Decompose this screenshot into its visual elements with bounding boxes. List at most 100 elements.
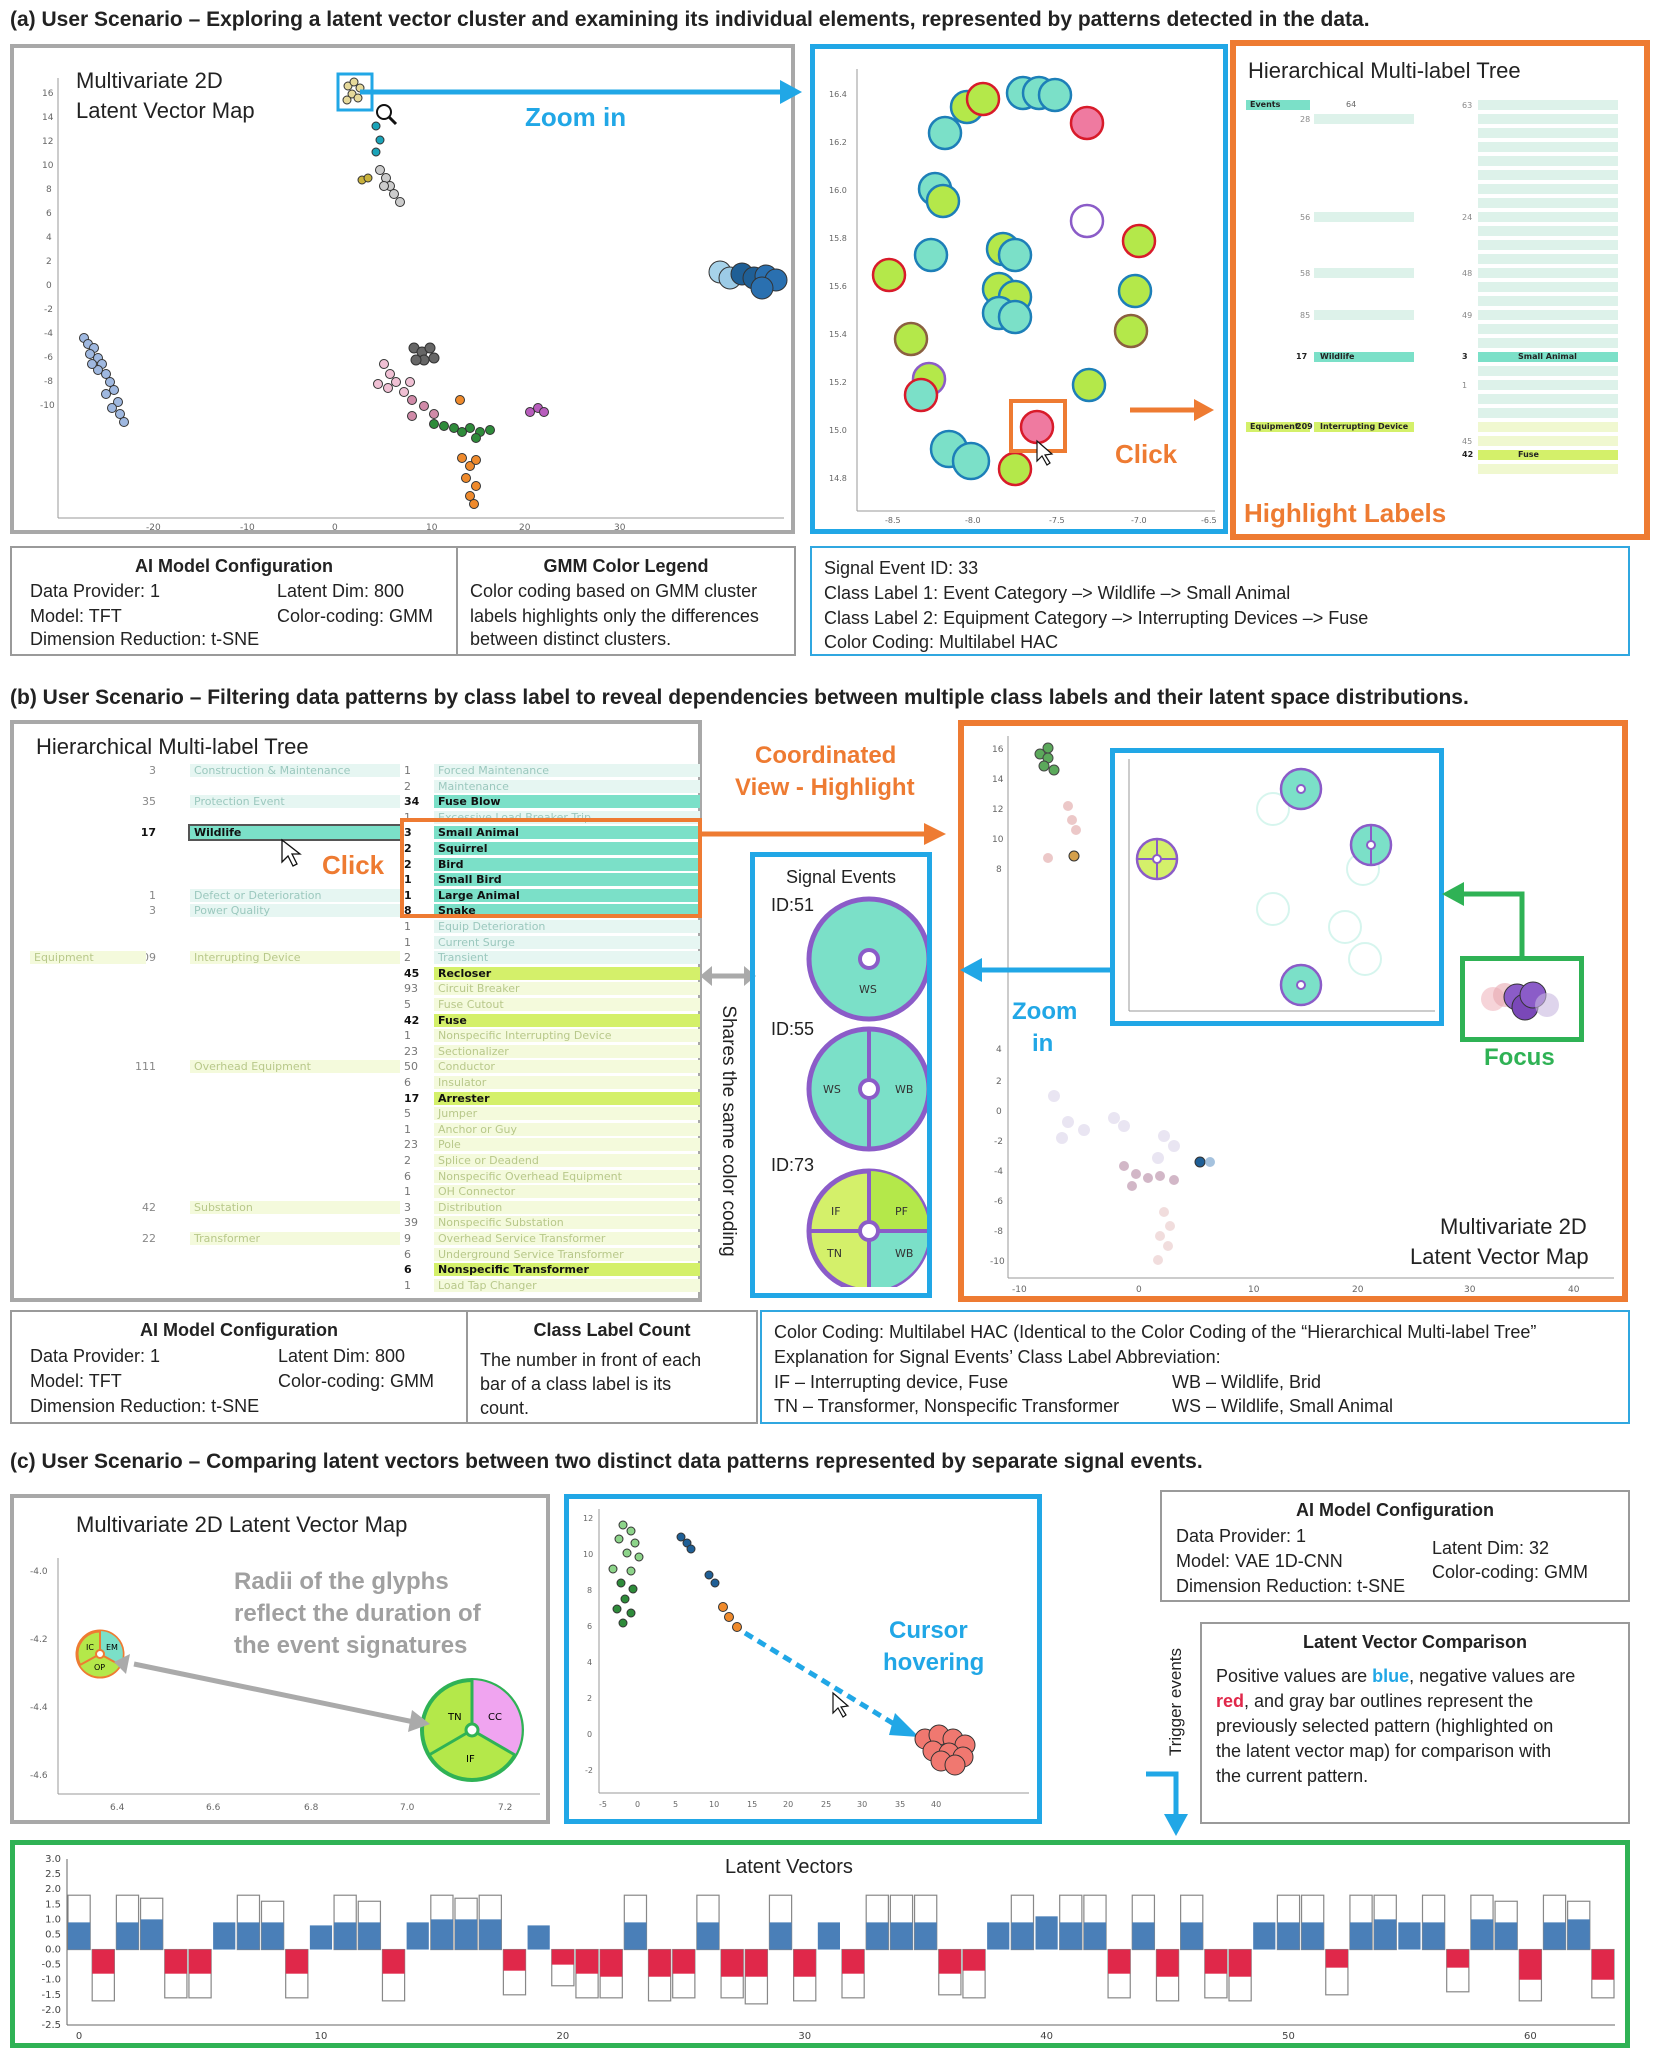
current-bar[interactable] [962,1949,986,1971]
current-bar[interactable] [1108,1949,1131,1974]
latent-vectors-chart[interactable]: 3.02.52.01.51.00.50.0-0.5-1.0-1.5-2.0-2.… [15,1845,1625,2043]
current-bar[interactable] [1132,1922,1155,1950]
current-bar[interactable] [987,1922,1010,1950]
current-bar[interactable] [382,1949,405,1974]
current-bar[interactable] [1277,1922,1300,1950]
current-bar[interactable] [914,1922,937,1950]
current-bar[interactable] [1374,1919,1397,1950]
tree-label-equipment-b[interactable]: Equipment [30,951,146,965]
current-bar[interactable] [140,1919,163,1950]
current-bar[interactable] [866,1922,889,1950]
current-bar[interactable] [1083,1922,1107,1950]
current-bar[interactable] [1446,1949,1469,1968]
current-bar[interactable] [455,1919,478,1950]
current-bar[interactable] [527,1925,550,1950]
current-bar[interactable] [745,1949,768,1977]
current-bar[interactable] [406,1922,429,1950]
current-bar[interactable] [237,1922,260,1950]
current-bar[interactable] [648,1949,671,1977]
current-bar[interactable] [672,1949,695,1974]
current-bar[interactable] [1422,1922,1445,1950]
current-bar[interactable] [261,1922,284,1950]
current-bar[interactable] [1059,1922,1082,1950]
latent-map-panel-c[interactable]: Multivariate 2D Latent Vector Map -4.0-4… [10,1494,550,1824]
current-bar[interactable] [164,1949,187,1974]
current-bar[interactable] [1349,1922,1373,1950]
current-bar[interactable] [285,1949,308,1974]
current-bar[interactable] [1470,1919,1494,1950]
current-bar[interactable] [213,1922,236,1950]
current-bar[interactable] [309,1925,333,1950]
current-bar[interactable] [1035,1916,1058,1950]
current-bar[interactable] [1229,1949,1252,1977]
current-bar[interactable] [624,1922,647,1950]
current-bar[interactable] [116,1922,139,1950]
current-bar[interactable] [817,1922,840,1950]
zoom-inset-b[interactable] [1110,748,1444,1026]
current-bar[interactable] [1325,1949,1348,1968]
current-bar[interactable] [551,1949,574,1965]
current-bar[interactable] [1301,1922,1324,1950]
current-bar[interactable] [575,1949,599,1974]
current-bar[interactable] [1495,1922,1518,1950]
current-bar[interactable] [1591,1949,1614,1980]
current-bar[interactable] [92,1949,115,1974]
current-bar[interactable] [503,1949,526,1971]
current-bar[interactable] [938,1949,961,1974]
current-bar[interactable] [188,1949,212,1974]
current-bar[interactable] [1567,1919,1590,1950]
current-bar[interactable] [1519,1949,1542,1980]
current-bar[interactable] [1253,1922,1276,1950]
current-bar[interactable] [721,1949,744,1977]
zoom-inset-plot[interactable] [1115,753,1439,1021]
current-bar[interactable] [769,1922,792,1950]
current-bar[interactable] [430,1919,453,1950]
current-bar[interactable] [696,1922,720,1950]
current-bar[interactable] [1156,1949,1179,1977]
current-bar[interactable] [68,1922,91,1950]
zoomed-glyph-plot[interactable]: 16.416.216.015.8 15.615.415.215.014.8 -8… [815,49,1223,529]
current-bar[interactable] [1398,1922,1421,1950]
focus-box[interactable] [1460,956,1584,1042]
current-bar[interactable] [600,1949,623,1977]
current-bar[interactable] [1543,1922,1566,1950]
current-bar[interactable] [1011,1922,1034,1950]
